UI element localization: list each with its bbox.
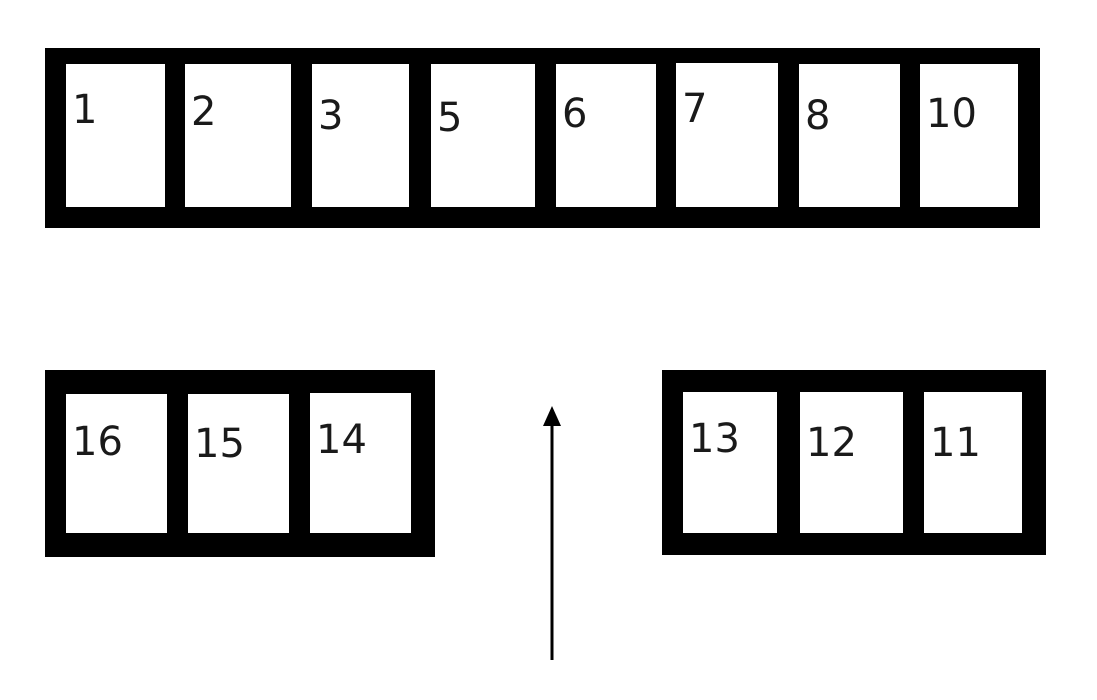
cell-label: 13 <box>689 416 740 462</box>
cell-label: 15 <box>194 421 245 467</box>
cell-label: 3 <box>318 93 344 139</box>
cell-12: 12 <box>800 392 903 533</box>
cell-15: 15 <box>188 394 289 533</box>
cell-7: 7 <box>676 63 778 207</box>
cell-label: 1 <box>72 87 98 133</box>
cell-8: 8 <box>799 64 900 207</box>
cell-label: 7 <box>682 86 708 132</box>
cell-label: 8 <box>805 93 831 139</box>
cell-label: 11 <box>930 420 981 466</box>
cell-5: 5 <box>431 64 535 207</box>
cell-label: 2 <box>191 89 217 135</box>
cell-10: 10 <box>920 64 1018 207</box>
cell-16: 16 <box>66 394 167 533</box>
cell-2: 2 <box>185 64 291 207</box>
cell-13: 13 <box>683 392 777 533</box>
cell-label: 5 <box>437 95 463 141</box>
cell-label: 16 <box>72 419 123 465</box>
cell-1: 1 <box>66 64 165 207</box>
cell-14: 14 <box>310 393 411 533</box>
cell-label: 6 <box>562 91 588 137</box>
cell-3: 3 <box>312 64 409 207</box>
cell-6: 6 <box>556 64 656 207</box>
cell-label: 14 <box>316 417 367 463</box>
cell-11: 11 <box>924 392 1022 533</box>
cell-label: 10 <box>926 91 977 137</box>
cell-label: 12 <box>806 420 857 466</box>
